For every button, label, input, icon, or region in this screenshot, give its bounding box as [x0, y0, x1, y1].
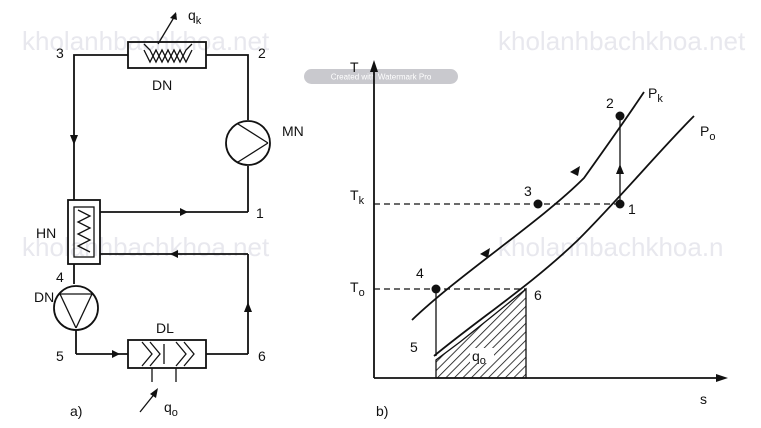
circuit-caption: a): [70, 403, 82, 419]
refrigeration-circuit: qk DN MN HN DN: [34, 7, 304, 419]
watermark-text: kholanhbachkhoa.net: [22, 26, 270, 56]
heat-exchanger-coil-icon: [76, 209, 92, 253]
area-label: qo: [472, 348, 486, 367]
node-label: 6: [258, 348, 266, 364]
node-label: 1: [256, 205, 264, 221]
watermark-text: kholanhbachkhoa.net: [22, 232, 270, 262]
pump-label: DN: [34, 289, 54, 305]
condenser-box: [127, 41, 207, 69]
heat-exchanger-label: HN: [36, 225, 56, 241]
temp-label: Tk: [350, 187, 365, 207]
x-axis-label: s: [700, 391, 707, 407]
isobar-label: Po: [700, 123, 715, 143]
isobar-po: [433, 115, 695, 357]
evaporator-label: DL: [156, 320, 174, 336]
evaporator-heat-label: qo: [164, 399, 178, 419]
svg-text:Created with Watermark Pro: Created with Watermark Pro: [331, 73, 432, 82]
point-label: 1: [628, 201, 636, 217]
condenser-coil-icon: [143, 43, 193, 64]
condenser-label: DN: [152, 77, 172, 93]
state-point: [615, 111, 625, 121]
pump-icon: [53, 285, 99, 331]
watermark-text: kholanhbachkhoa.net: [498, 26, 746, 56]
heat-exchanger-box: [67, 199, 101, 265]
compressor-label: MN: [282, 123, 304, 139]
watermark-text: kholanhbachkhoa.n: [498, 232, 724, 262]
node-label: 5: [56, 348, 64, 364]
point-label: 3: [524, 183, 532, 199]
point-label: 2: [606, 95, 614, 111]
point-label: 4: [416, 265, 424, 281]
heat-out-arrow-icon: [157, 13, 177, 45]
ts-diagram: T s qo Pk Po Tk To 1 2 3 4 5 6: [350, 59, 728, 419]
node-label: 2: [258, 45, 266, 61]
node-label: 4: [56, 269, 64, 285]
watermark-banner: Created with Watermark Pro: [304, 69, 458, 84]
state-point: [431, 284, 441, 294]
y-axis-label: T: [350, 59, 359, 75]
point-label: 5: [410, 339, 418, 355]
state-point: [615, 199, 625, 209]
point-label: 6: [534, 287, 542, 303]
ts-caption: b): [376, 403, 388, 419]
state-point: [533, 199, 543, 209]
evaporator-coil-icon: [141, 341, 153, 367]
temp-label: To: [350, 279, 365, 299]
isobar-pk: [411, 91, 645, 321]
condenser-heat-label: qk: [188, 7, 202, 27]
isobar-label: Pk: [648, 85, 663, 105]
node-label: 3: [56, 45, 64, 61]
compressor-icon: [225, 120, 271, 166]
